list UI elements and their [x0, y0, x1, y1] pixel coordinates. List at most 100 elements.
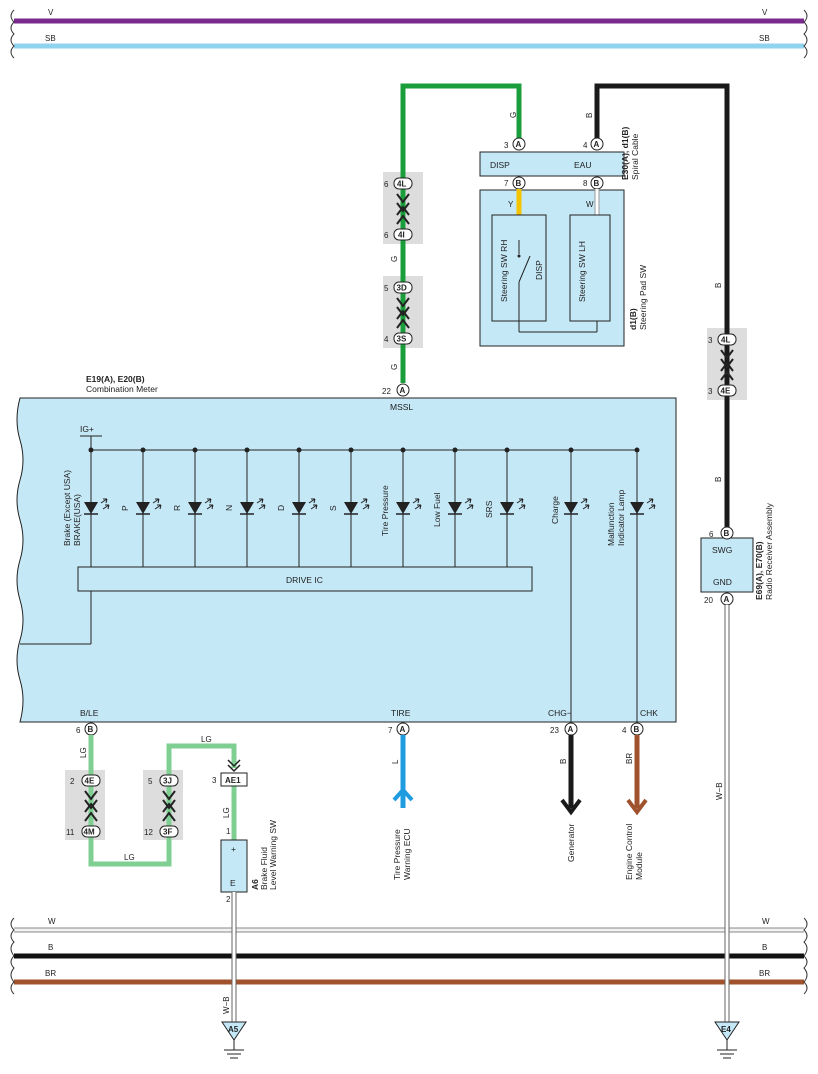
svg-text:4: 4: [384, 335, 389, 344]
pin-a3: 3 A: [504, 137, 526, 151]
spiral-cable: DISP EAU E30(A), d1(B) Spiral Cable: [479, 126, 640, 180]
svg-text:A: A: [400, 725, 406, 734]
svg-text:5: 5: [148, 777, 153, 786]
lamp-label-low-fuel: Low Fuel: [432, 492, 442, 527]
svg-text:2: 2: [226, 895, 231, 904]
svg-text:3: 3: [708, 336, 713, 345]
svg-text:20: 20: [704, 596, 713, 605]
ground-a5: A5: [221, 1021, 247, 1059]
radio-receiver: SWG GND 6 B 20 A E69(A), E70(B) Radio Re…: [700, 502, 774, 606]
svg-text:7: 7: [504, 179, 509, 188]
bus-label-v-right: V: [762, 8, 768, 17]
svg-text:B: B: [48, 943, 53, 952]
svg-text:3F: 3F: [163, 828, 172, 837]
svg-text:B: B: [634, 725, 640, 734]
bottom-bus-br: BR BR: [14, 969, 804, 985]
wire-label-g-mid: G: [390, 256, 399, 262]
svg-text:12: 12: [144, 828, 153, 837]
led-layer: [84, 447, 656, 722]
brake-fluid-sw: + E 1 2 A6 Brake Fluid Level Warning SW: [220, 820, 278, 904]
bus-break-left-top: [10, 9, 15, 59]
svg-text:LG: LG: [222, 807, 231, 818]
lamp-label-brake-except-usa: Brake (Except USA): [62, 470, 72, 546]
lamp-label-brake-usa: BRAKE(USA): [72, 494, 82, 546]
ble-label: B/LE: [80, 708, 99, 718]
svg-text:11: 11: [66, 828, 75, 837]
pin-chk: 4 B: [622, 722, 644, 736]
svg-text:4L: 4L: [721, 336, 730, 345]
lamp-label-indicator-lamp: Indicator Lamp: [616, 490, 626, 546]
svg-text:B: B: [559, 759, 568, 764]
meter-name: Combination Meter: [86, 384, 158, 394]
pin-a4: 4 A: [583, 137, 604, 151]
svg-text:E4: E4: [721, 1025, 731, 1034]
svg-text:23: 23: [550, 726, 559, 735]
svg-text:8: 8: [583, 179, 588, 188]
led-p: [136, 447, 162, 567]
svg-text:W−B: W−B: [715, 782, 724, 800]
svg-text:1: 1: [226, 827, 231, 836]
chk-label: CHK: [640, 708, 658, 718]
led-malfunction: [630, 447, 656, 722]
wire-label-b-mid: B: [714, 283, 723, 288]
junction-3J-3F: 3J 5 3F 12: [143, 770, 183, 840]
svg-text:Radio Receiver Assembly: Radio Receiver Assembly: [764, 502, 774, 600]
svg-text:Generator: Generator: [566, 824, 576, 862]
svg-text:LG: LG: [201, 735, 212, 744]
pin-b8: 8 B: [583, 176, 604, 190]
svg-text:SWG: SWG: [712, 545, 732, 555]
svg-text:B: B: [762, 943, 767, 952]
svg-text:B: B: [724, 529, 730, 538]
svg-text:5: 5: [384, 284, 389, 293]
lamp-label-d: D: [276, 505, 286, 511]
tire-label: TIRE: [391, 708, 411, 718]
svg-text:+: +: [231, 844, 236, 854]
svg-text:LG: LG: [79, 747, 88, 758]
lamp-label-p: P: [120, 505, 130, 511]
lamp-label-r: R: [172, 505, 182, 511]
svg-text:4: 4: [622, 726, 627, 735]
combination-meter: E19(A), E20(B) Combination Meter 22 A MS…: [16, 374, 677, 723]
label-sw-rh: Steering SW RH: [499, 240, 509, 302]
svg-text:AE1: AE1: [225, 776, 241, 785]
svg-text:W: W: [762, 917, 770, 926]
steering-pad-sw: Y W Steering SW RH Steering SW LH DISP d…: [479, 189, 648, 347]
lamp-label-malfunction: Malfunction: [606, 502, 616, 546]
pin-chg: 23 A: [550, 722, 578, 736]
svg-text:3: 3: [212, 776, 217, 785]
svg-text:A: A: [568, 725, 574, 734]
lamp-label-tire-pressure: Tire Pressure: [380, 485, 390, 536]
svg-text:6: 6: [76, 726, 81, 735]
lamp-label-charge: Charge: [550, 496, 560, 524]
bus-break-left-bottom: [10, 917, 15, 995]
wire-label-g-low: G: [390, 364, 399, 370]
wire-b-gen: B Generator: [559, 735, 582, 862]
meter-code: E19(A), E20(B): [86, 374, 145, 384]
label-sw-lh: Steering SW LH: [577, 241, 587, 302]
svg-text:A: A: [594, 140, 600, 149]
bottom-bus-w: W W: [14, 917, 804, 933]
wire-l-tire: L Tire Pressure Warning ECU: [391, 735, 414, 880]
svg-text:Engine Control: Engine Control: [624, 824, 634, 880]
ground-e4: E4: [714, 1021, 740, 1059]
top-bus-sb: SB SB: [14, 34, 804, 49]
junction-3D-3S: 3D 5 3S 4: [383, 276, 423, 348]
junction-4E-4M: 4E 2 4M 11: [65, 770, 105, 840]
svg-text:4E: 4E: [85, 777, 95, 786]
drive-ic-label: DRIVE IC: [286, 575, 323, 585]
svg-text:6: 6: [709, 530, 714, 539]
mssl-pin-letter: A: [400, 386, 406, 395]
svg-text:A: A: [516, 140, 522, 149]
led-brake: [84, 447, 110, 567]
svg-text:6: 6: [384, 231, 389, 240]
led-tire-pressure: [396, 447, 422, 567]
led-s: [344, 447, 370, 567]
svg-text:Steering Pad SW: Steering Pad SW: [638, 265, 648, 330]
svg-text:4M: 4M: [84, 828, 95, 837]
wire-b-radio: B B B: [585, 83, 730, 527]
lamp-label-n: N: [224, 505, 234, 511]
wire-label-b-low: B: [714, 477, 723, 482]
svg-text:d1(B): d1(B): [628, 308, 638, 330]
chg-label: CHG−: [548, 708, 572, 718]
